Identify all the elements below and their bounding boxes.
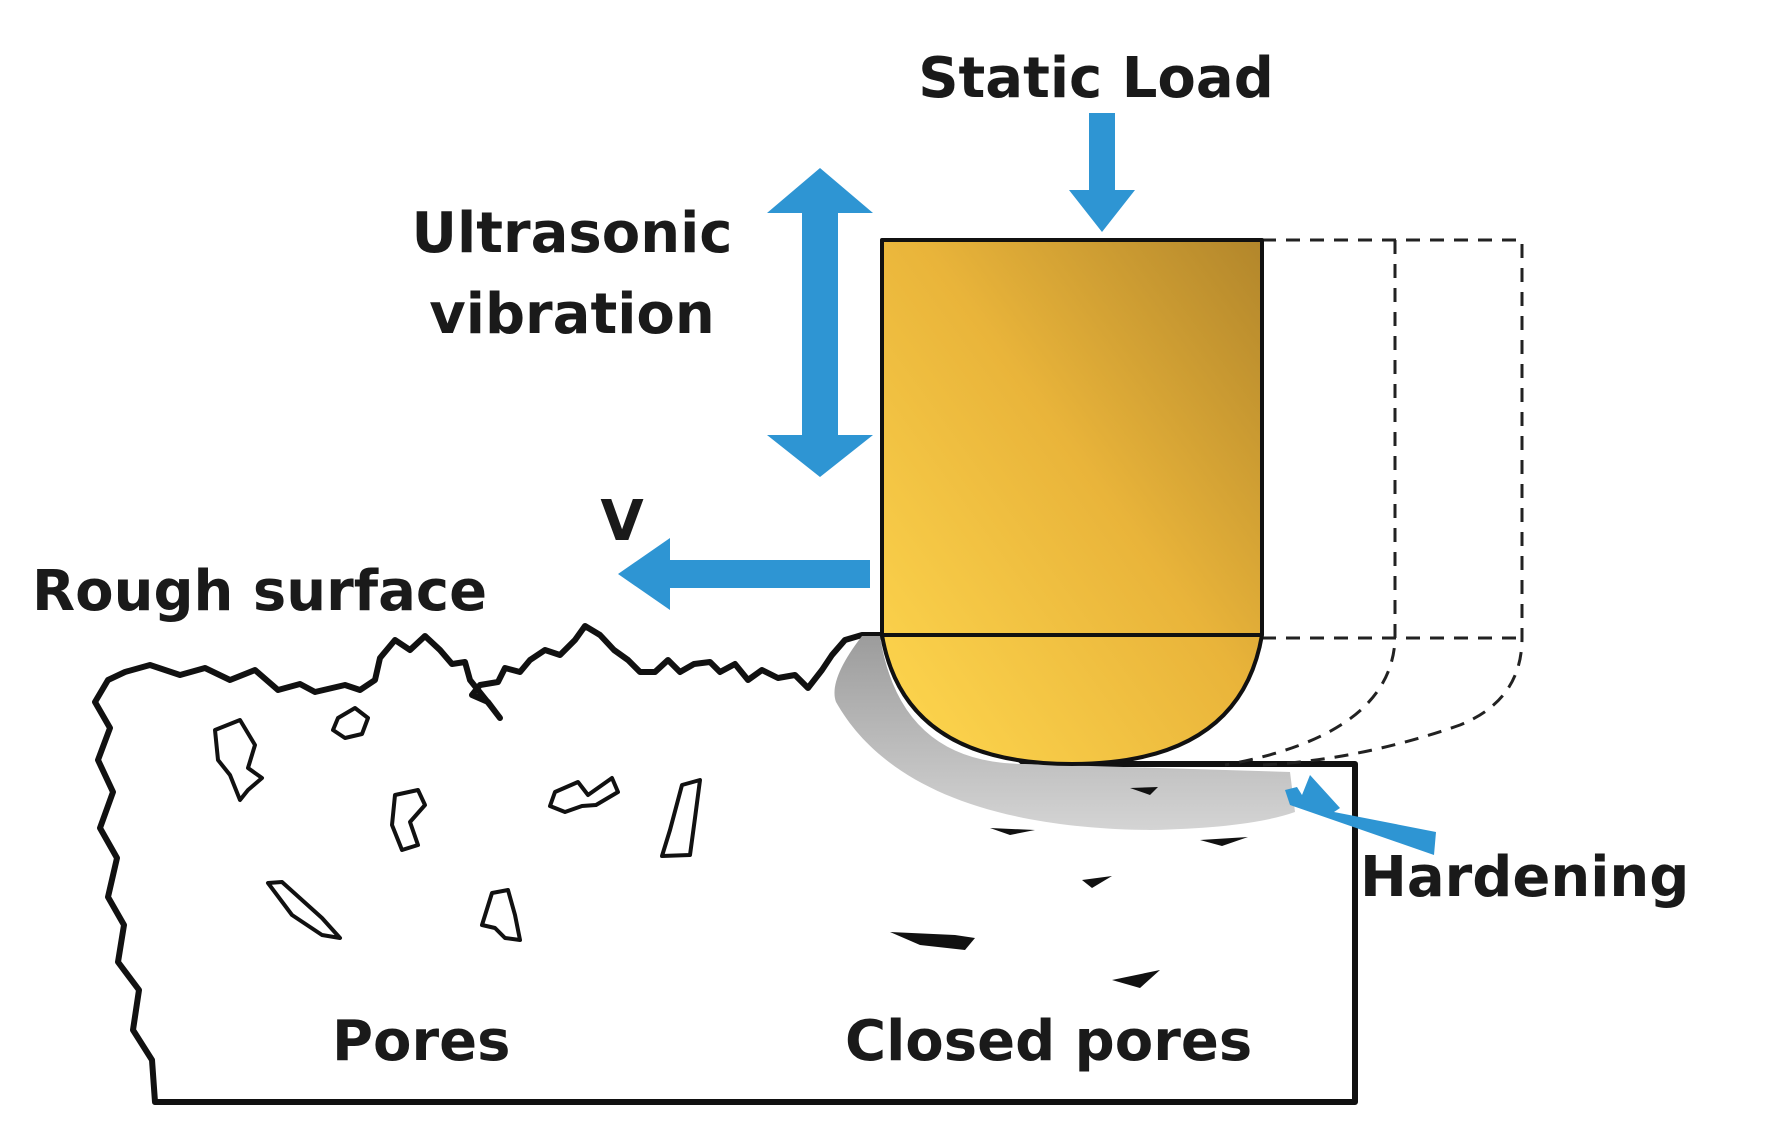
hardening-arrow <box>1285 775 1436 855</box>
pore <box>266 880 342 940</box>
closed-pore <box>890 932 975 950</box>
pore <box>548 776 620 814</box>
closed-pore <box>1130 787 1158 795</box>
pores-label: Pores <box>332 1009 510 1074</box>
static-load-arrow <box>1069 113 1135 232</box>
pore <box>390 788 427 852</box>
ultrasonic-vibration-arrow <box>767 168 873 477</box>
ultrasonic-vibration-label-line1: Ultrasonic <box>412 201 733 266</box>
ultrasonic-vibration-label-line2: vibration <box>429 282 715 347</box>
pore <box>660 778 702 858</box>
closed-pore <box>1082 876 1112 888</box>
pore <box>331 706 370 740</box>
pore <box>480 888 522 942</box>
closed-pore <box>990 828 1035 835</box>
closed-pore <box>1200 837 1248 846</box>
pore <box>213 718 264 802</box>
pores-group <box>213 706 702 942</box>
static-load-label: Static Load <box>918 46 1274 111</box>
roller-tool <box>880 238 1264 766</box>
feed-velocity-arrow <box>618 538 870 610</box>
previous-tool-position-outline <box>1224 238 1524 767</box>
closed-pore <box>1112 970 1160 988</box>
workpiece <box>92 623 1358 1105</box>
closed-pores-label: Closed pores <box>845 1009 1252 1074</box>
closed-pores-group <box>890 787 1248 988</box>
velocity-label: V <box>600 489 644 554</box>
hardened-layer <box>834 636 1295 830</box>
hardening-label: Hardening <box>1360 845 1689 910</box>
rough-surface-label: Rough surface <box>32 559 487 624</box>
